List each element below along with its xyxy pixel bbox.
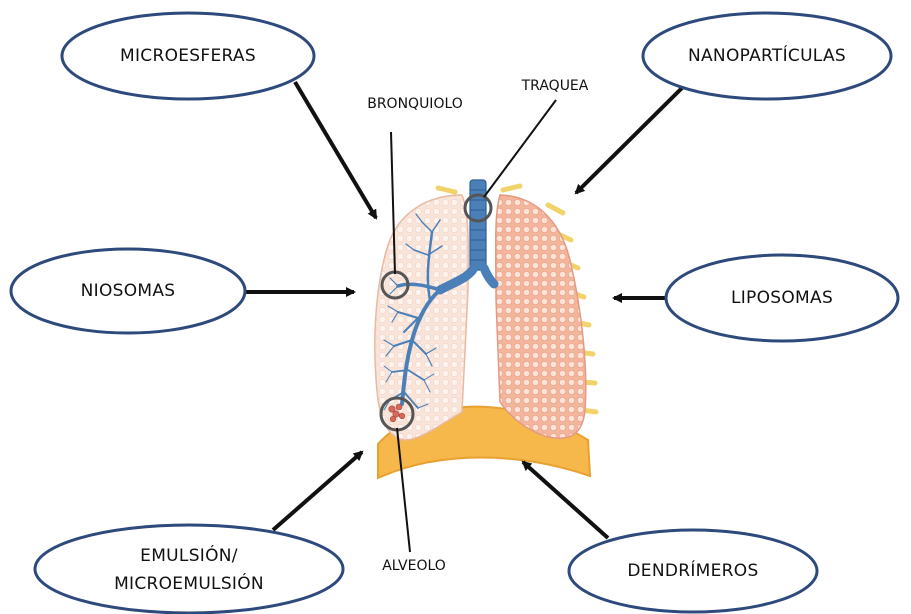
arrow-microesferas [295, 82, 376, 218]
oval-label-microesferas: MICROESFERAS [120, 46, 256, 66]
oval-microesferas: MICROESFERAS [62, 13, 314, 99]
label-bronquiolo: BRONQUIOLO [367, 96, 463, 112]
oval-label-emulsion-line1: EMULSIÓN/ [140, 544, 238, 566]
right-lung [496, 195, 586, 438]
oval-liposomas: LIPOSOMAS [666, 255, 898, 341]
oval-nanoparticulas: NANOPARTÍCULAS [643, 13, 891, 99]
arrow-nanoparticulas [576, 84, 686, 193]
oval-label-nanoparticulas: NANOPARTÍCULAS [688, 44, 846, 66]
oval-label-emulsion-line2: MICROEMULSIÓN [114, 572, 264, 594]
arrow-dendrimeros [523, 462, 608, 538]
arrow-emulsion [273, 452, 362, 530]
oval-label-dendrimeros: DENDRÍMEROS [627, 559, 758, 581]
label-alveolo: ALVEOLO [382, 558, 446, 574]
label-traquea: TRAQUEA [521, 78, 589, 94]
oval-dendrimeros: DENDRÍMEROS [569, 530, 817, 612]
oval-label-liposomas: LIPOSOMAS [731, 288, 833, 308]
oval-label-niosomas: NIOSOMAS [81, 281, 176, 301]
lungs-illustration [375, 180, 596, 478]
oval-emulsion: EMULSIÓN/ MICROEMULSIÓN [35, 525, 343, 613]
oval-niosomas: NIOSOMAS [11, 249, 245, 333]
